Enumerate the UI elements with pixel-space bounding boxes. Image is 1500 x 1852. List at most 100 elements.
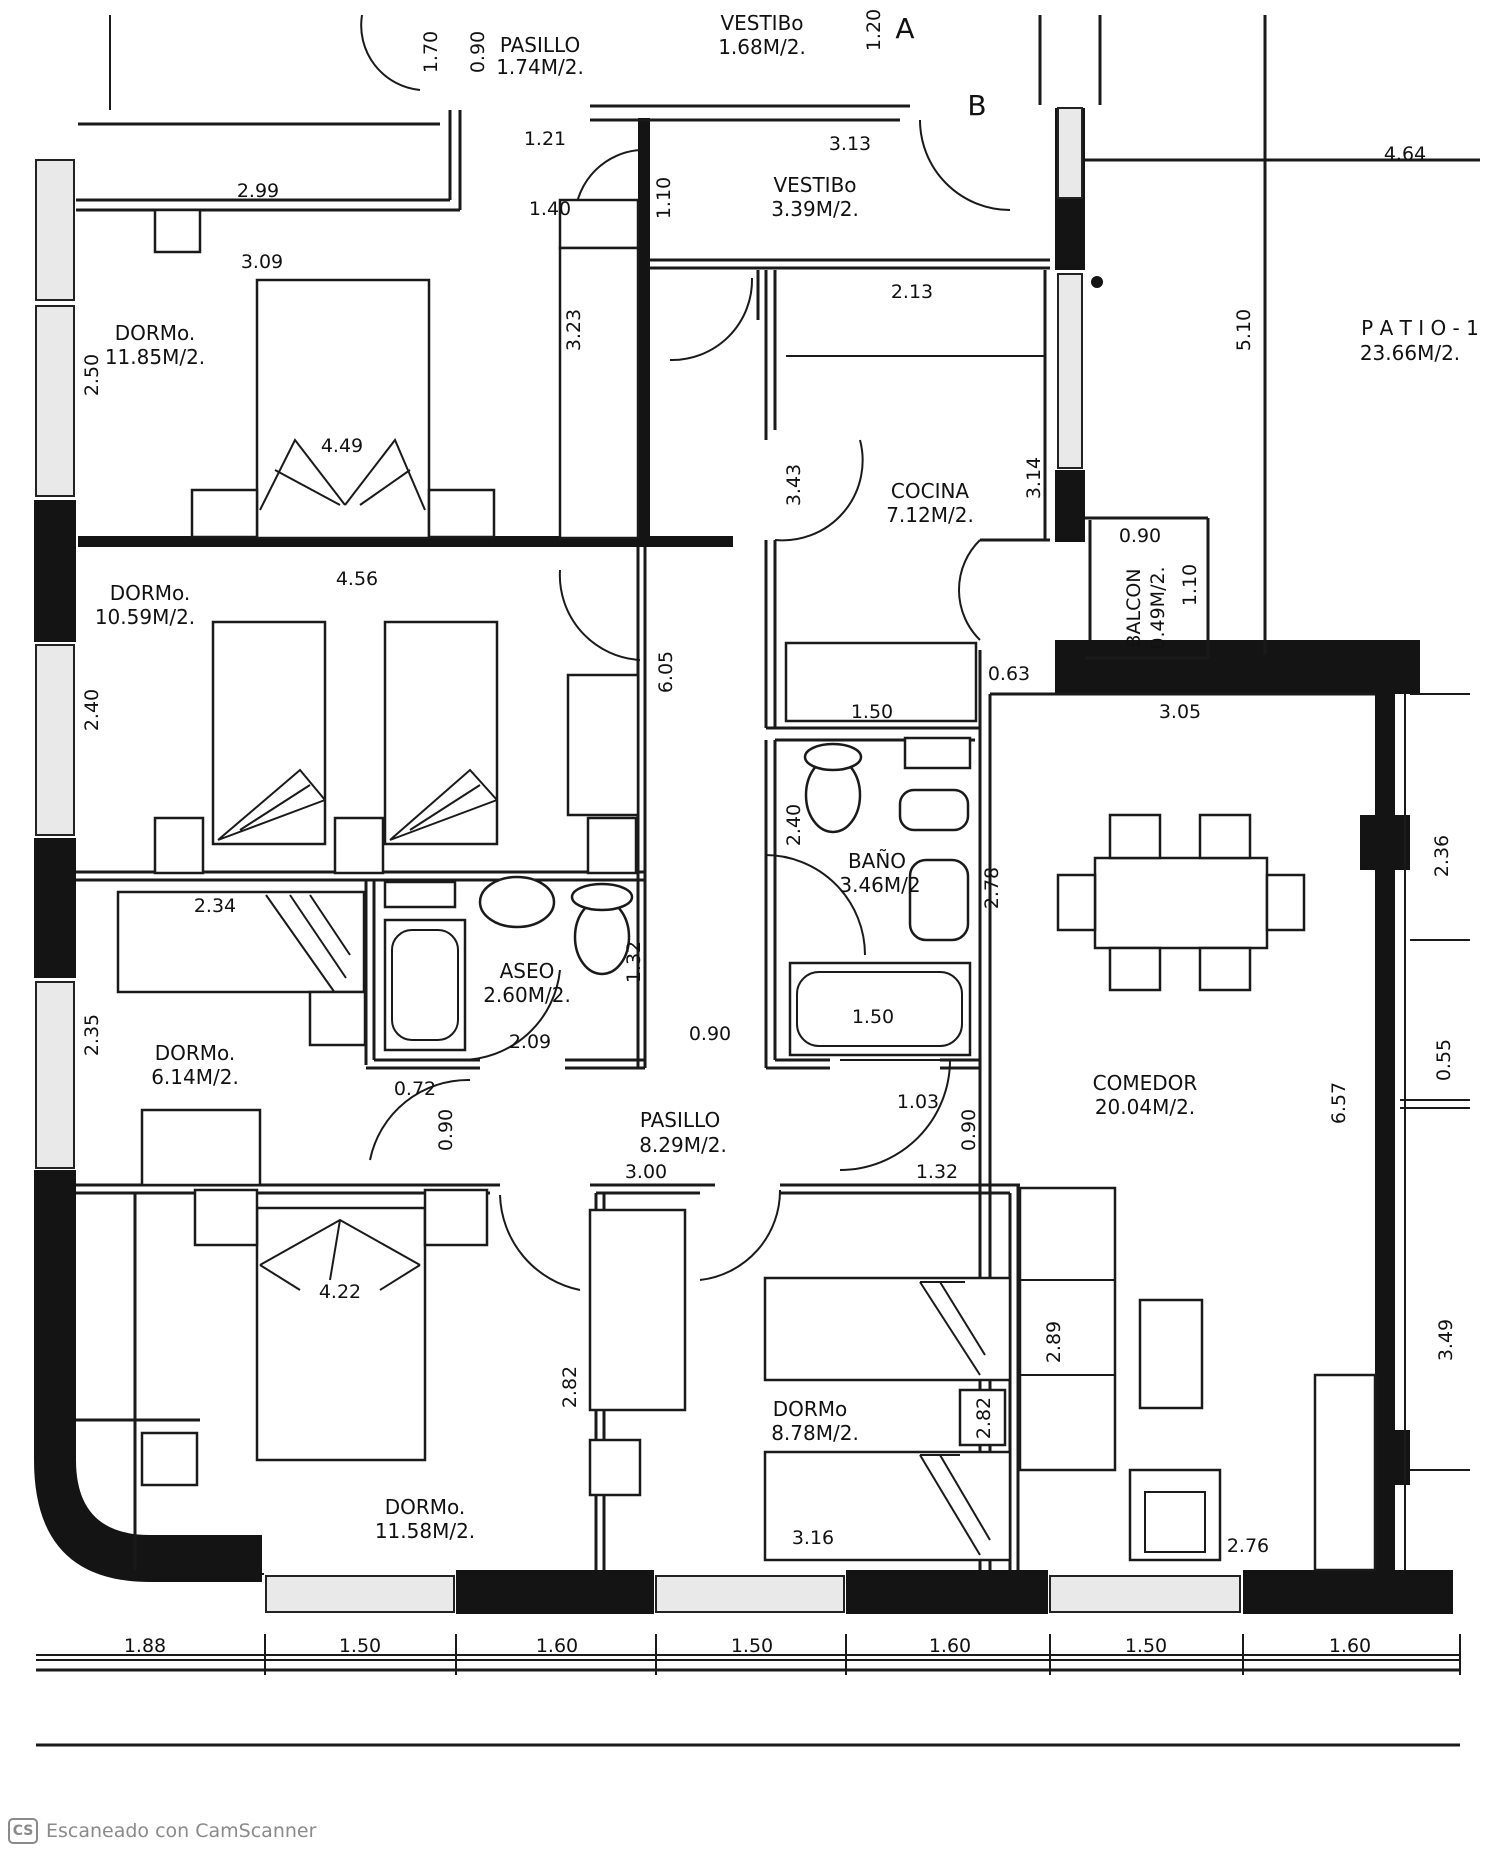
- bottom-dim-1: 1.88: [124, 1635, 166, 1657]
- room-area-comedor: 20.04M/2.: [1095, 1095, 1195, 1119]
- section-marker-b: B: [967, 89, 986, 122]
- dim-103: 1.03: [897, 1091, 939, 1113]
- dim-309: 3.09: [241, 251, 283, 273]
- bottom-dim-5: 1.60: [929, 1635, 971, 1657]
- dim-090-pas: 0.90: [689, 1023, 731, 1045]
- room-name-dorm-5: DORMo: [773, 1397, 848, 1421]
- dim-510: 5.10: [1233, 309, 1255, 351]
- dim-090-balc: 0.90: [1119, 525, 1161, 547]
- scanner-watermark: CS Escaneado con CamScanner: [8, 1818, 316, 1844]
- dim-464: 4.64: [1384, 143, 1426, 165]
- coffee-table: [1138, 1298, 1204, 1410]
- room-name-vestibulo-mid: VESTIBo: [773, 173, 856, 197]
- bottom-dim-3: 1.60: [536, 1635, 578, 1657]
- dim-213: 2.13: [891, 281, 933, 303]
- bed-dorm-4: [255, 1206, 427, 1462]
- dim-121: 1.21: [524, 128, 566, 150]
- armchair: [1128, 1468, 1222, 1562]
- dining-table: [1093, 856, 1269, 950]
- dim-090-door: 0.90: [435, 1109, 457, 1151]
- room-area-vestibulo-top: 1.68M/2.: [718, 35, 806, 59]
- dim-140: 1.40: [529, 198, 571, 220]
- doors: [360, 14, 1011, 1291]
- room-area-cocina: 7.12M/2.: [886, 503, 974, 527]
- room-name-dorm-3: DORMo.: [155, 1041, 236, 1065]
- dim-278: 2.78: [981, 867, 1003, 909]
- dim-605: 6.05: [655, 651, 677, 693]
- dim-282-right: 2.82: [973, 1397, 995, 1439]
- sink-bano: [908, 858, 970, 942]
- room-area-dorm-2: 10.59M/2.: [95, 605, 195, 629]
- dim-422: 4.22: [319, 1281, 361, 1303]
- dim-250: 2.50: [81, 354, 103, 396]
- room-area-dorm-1: 11.85M/2.: [105, 345, 205, 369]
- bottom-dim-2: 1.50: [339, 1635, 381, 1657]
- bathtub-aseo: [383, 918, 467, 1052]
- dim-209: 2.09: [509, 1031, 551, 1053]
- bathtub-bano: [788, 961, 972, 1057]
- bottom-dim-4: 1.50: [731, 1635, 773, 1657]
- dim-657: 6.57: [1328, 1082, 1350, 1124]
- bottom-dim-6: 1.50: [1125, 1635, 1167, 1657]
- dim-456: 4.56: [336, 568, 378, 590]
- dim-110-vest: 1.10: [653, 177, 675, 219]
- room-name-pasillo-top: PASILLO: [500, 33, 580, 57]
- dim-110-balc: 1.10: [1179, 564, 1201, 606]
- room-name-balcon: BALCON: [1123, 568, 1145, 647]
- room-area-dorm-3: 6.14M/2.: [151, 1065, 239, 1089]
- dim-090-top: 0.90: [467, 31, 489, 73]
- dim-120: 1.20: [863, 9, 885, 51]
- dim-090-com: 0.90: [958, 1109, 980, 1151]
- camscanner-logo: CS: [8, 1818, 38, 1844]
- dim-236: 2.36: [1431, 835, 1453, 877]
- room-area-pasillo-top: 1.74M/2.: [496, 55, 584, 79]
- room-name-dorm-1: DORMo.: [115, 321, 196, 345]
- room-area-balcon: 0.49M/2.: [1147, 566, 1169, 649]
- dim-150-bath: 1.50: [852, 1006, 894, 1028]
- room-name-cocina: COCINA: [891, 479, 970, 503]
- dim-170: 1.70: [420, 31, 442, 73]
- sink-aseo: [478, 875, 556, 929]
- furniture: [116, 198, 1377, 1572]
- windows: [35, 107, 1241, 1613]
- dim-343: 3.43: [783, 464, 805, 506]
- section-marker-a: A: [895, 12, 914, 45]
- room-name-pasillo-main: PASILLO: [640, 1108, 720, 1132]
- dim-132-aseo: 1.32: [623, 941, 645, 983]
- room-area-dorm-4: 11.58M/2.: [375, 1519, 475, 1543]
- room-name-dorm-4: DORMo.: [385, 1495, 466, 1519]
- dim-300: 3.00: [625, 1161, 667, 1183]
- dim-316: 3.16: [792, 1527, 834, 1549]
- room-name-aseo: ASEO: [500, 959, 555, 983]
- counter-cocina: [784, 641, 978, 723]
- room-name-patio: P A T I O - 1: [1361, 316, 1479, 340]
- dim-289: 2.89: [1043, 1321, 1065, 1363]
- dim-055: 0.55: [1433, 1039, 1455, 1081]
- dim-072: 0.72: [394, 1078, 436, 1100]
- dim-349: 3.49: [1435, 1319, 1457, 1361]
- sofa-comedor: [1018, 1186, 1117, 1472]
- room-area-aseo: 2.60M/2.: [483, 983, 571, 1007]
- dim-150-coc: 1.50: [851, 701, 893, 723]
- room-area-bano: 3.46M/2: [839, 873, 920, 897]
- bottom-dimension-chain: 1.88 1.50 1.60 1.50 1.60 1.50 1.60: [36, 1634, 1461, 1675]
- bidet-bano: [898, 788, 970, 832]
- room-labels: PASILLO 1.74M/2. VESTIBo 1.68M/2. VESTIB…: [95, 11, 1479, 1543]
- room-area-pasillo-main: 8.29M/2.: [639, 1133, 727, 1157]
- dim-282-left: 2.82: [559, 1366, 581, 1408]
- dim-132-dorm: 1.32: [916, 1161, 958, 1183]
- room-area-dorm-5: 8.78M/2.: [771, 1421, 859, 1445]
- room-name-dorm-2: DORMo.: [110, 581, 191, 605]
- bed-dorm-1: [255, 278, 431, 540]
- dim-323: 3.23: [563, 309, 585, 351]
- dim-063: 0.63: [988, 663, 1030, 685]
- wardrobe-dorm-3: [116, 890, 366, 994]
- dim-313: 3.13: [829, 133, 871, 155]
- dim-314: 3.14: [1023, 457, 1045, 499]
- dim-276: 2.76: [1227, 1535, 1269, 1557]
- partitions: [36, 15, 1480, 1747]
- dim-240: 2.40: [81, 689, 103, 731]
- bottom-dim-7: 1.60: [1329, 1635, 1371, 1657]
- dim-299: 2.99: [237, 180, 279, 202]
